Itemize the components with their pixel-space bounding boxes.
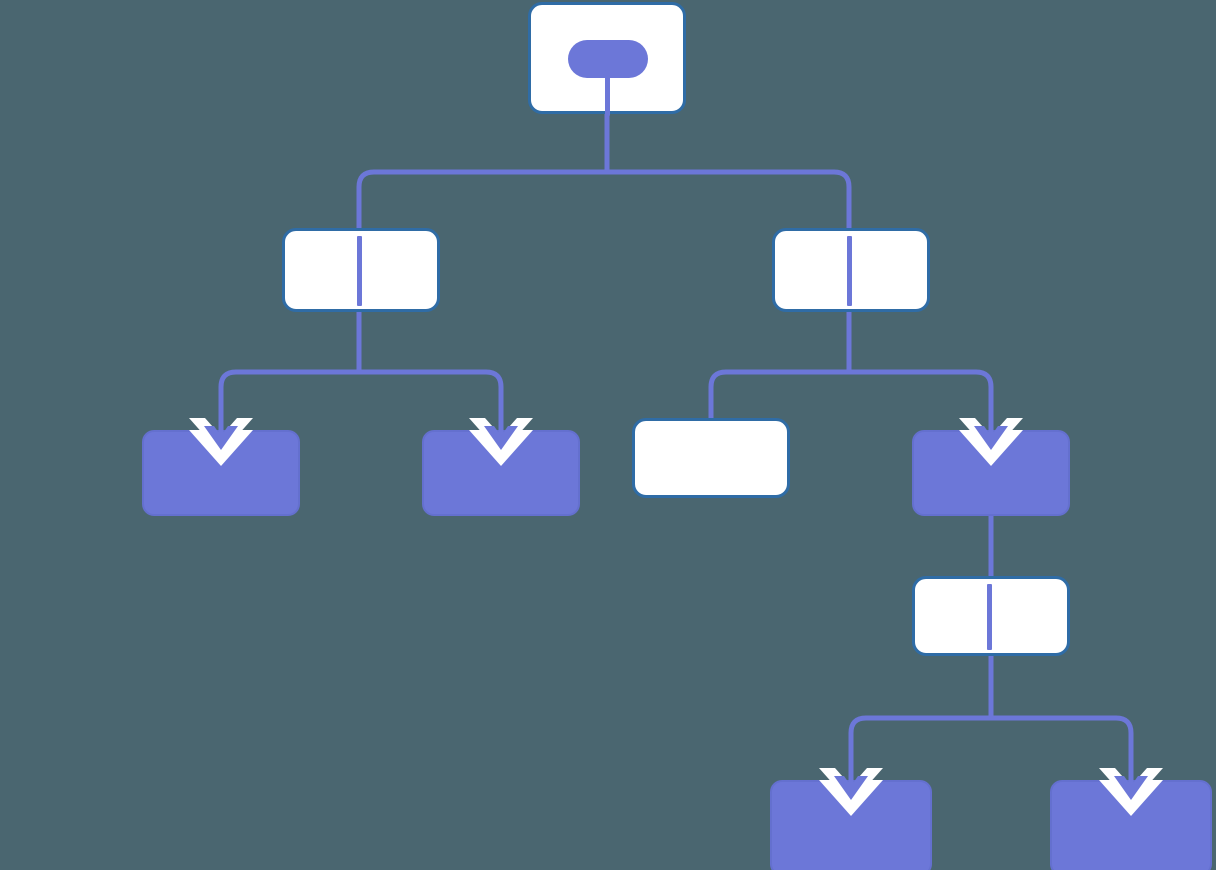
node-level1-left-through-line: [357, 236, 362, 306]
node-level2-c[interactable]: [632, 418, 790, 498]
arrowhead-into-node-level2-b: [469, 402, 533, 466]
edge-root-to-l1-right: [607, 169, 852, 236]
edge-l3-to-bottom-right: [991, 715, 1134, 768]
edge-l1-right-to-d: [849, 369, 994, 418]
root-stem-overlay: [605, 70, 610, 116]
arrowhead-into-node-level4-a: [819, 752, 883, 816]
edge-l1-left-to-b: [359, 369, 504, 418]
edge-l3-to-bottom-left: [848, 715, 991, 768]
node-level3-through-line: [987, 584, 992, 650]
edge-l1-right-to-c: [708, 369, 849, 418]
node-level1-right-through-line: [847, 236, 852, 306]
edge-l1-left-to-a: [218, 369, 359, 418]
edge-root-to-l1-left: [356, 169, 607, 236]
node-level2-d[interactable]: [912, 430, 1070, 516]
arrowhead-into-node-level4-b: [1099, 752, 1163, 816]
arrowhead-into-node-level2-d: [959, 402, 1023, 466]
arrowhead-into-node-level2-a: [189, 402, 253, 466]
